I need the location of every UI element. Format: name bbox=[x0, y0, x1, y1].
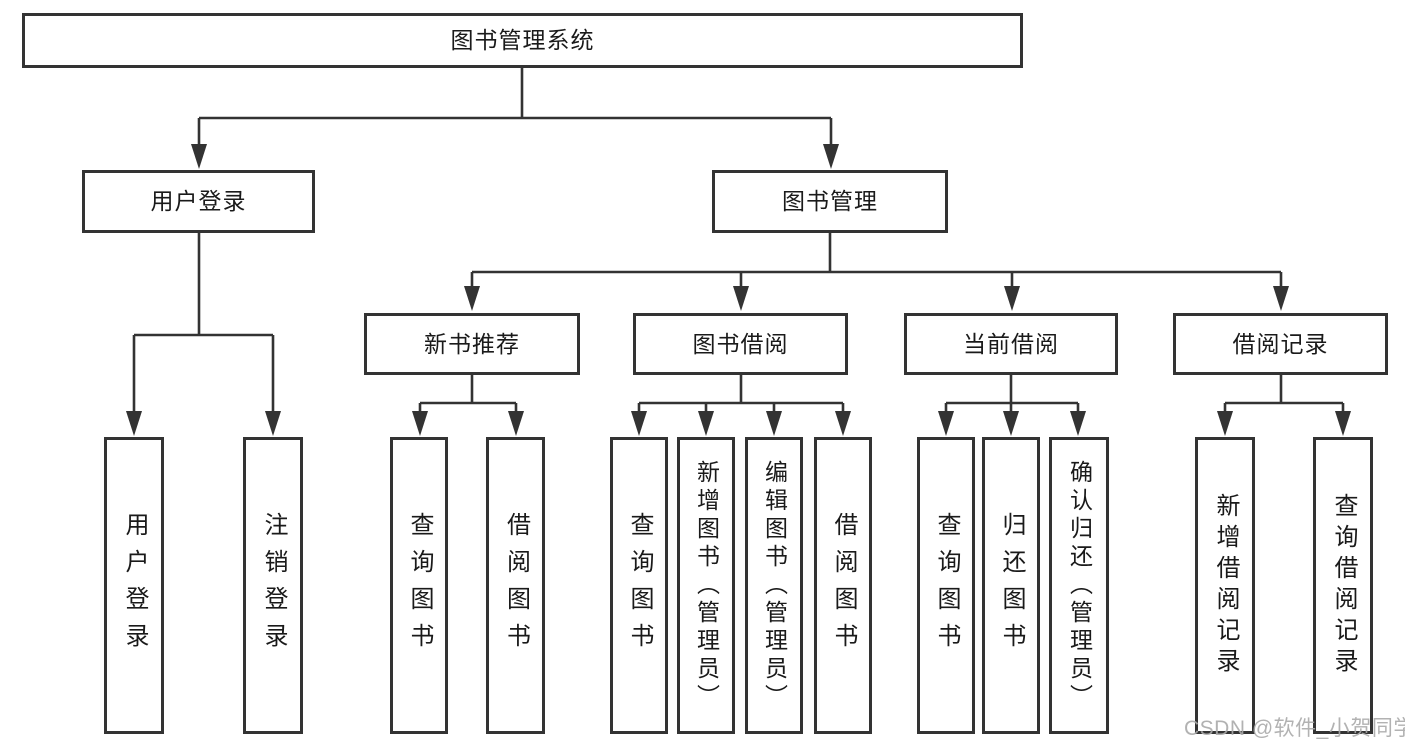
arrow-borrow-records bbox=[1273, 286, 1289, 311]
node-book-management: 图书管理 bbox=[712, 170, 948, 233]
leaf-logout: 注销登录 bbox=[243, 437, 303, 734]
leaf-current-query-book-label: 查询图书 bbox=[933, 511, 960, 660]
leaf-borrowing-query-book: 查询图书 bbox=[610, 437, 668, 734]
arrow-br-add bbox=[1217, 411, 1233, 436]
leaf-user-login-label: 用户登录 bbox=[121, 511, 148, 660]
arrowheads bbox=[126, 144, 1351, 436]
leaf-recommend-query-book-label: 查询图书 bbox=[406, 511, 433, 660]
node-book-borrowing: 图书借阅 bbox=[633, 313, 848, 375]
arrow-br-query bbox=[1335, 411, 1351, 436]
arrow-user-login bbox=[191, 144, 207, 169]
csdn-watermark: CSDN @软件_小贺同学 bbox=[1184, 717, 1405, 740]
node-new-book-recommend: 新书推荐 bbox=[364, 313, 580, 375]
arrow-book-borrow bbox=[733, 286, 749, 311]
leaf-borrowing-query-book-label: 查询图书 bbox=[626, 511, 653, 660]
leaf-add-book-admin-label: 新增图书（管理员） bbox=[693, 459, 720, 712]
node-root-label: 图书管理系统 bbox=[450, 27, 595, 53]
leaf-recommend-borrow-book-label: 借阅图书 bbox=[502, 511, 530, 660]
leaf-recommend-query-book: 查询图书 bbox=[390, 437, 448, 734]
node-book-management-label: 图书管理 bbox=[782, 188, 878, 214]
node-current-borrowing-label: 当前借阅 bbox=[963, 330, 1059, 357]
arrow-bb-add bbox=[698, 411, 714, 436]
arrow-current-borrow bbox=[1004, 286, 1020, 311]
leaf-query-borrow-record: 查询借阅记录 bbox=[1313, 437, 1373, 734]
node-book-borrowing-label: 图书借阅 bbox=[692, 330, 789, 357]
leaf-logout-label: 注销登录 bbox=[260, 511, 287, 660]
arrow-bb-query bbox=[631, 411, 647, 436]
leaf-recommend-borrow-book: 借阅图书 bbox=[486, 437, 545, 734]
leaf-edit-book-admin-label: 编辑图书（管理员） bbox=[761, 459, 788, 712]
leaf-borrowing-borrow-book-label: 借阅图书 bbox=[830, 511, 857, 660]
leaf-current-query-book: 查询图书 bbox=[917, 437, 975, 734]
node-new-book-recommend-label: 新书推荐 bbox=[424, 330, 520, 357]
arrow-leaf-login bbox=[126, 411, 142, 436]
arrow-rec-borrow bbox=[508, 411, 524, 436]
arrow-cb-return bbox=[1003, 411, 1019, 436]
leaf-add-book-admin: 新增图书（管理员） bbox=[677, 437, 735, 734]
arrow-rec-query bbox=[412, 411, 428, 436]
leaf-borrowing-borrow-book: 借阅图书 bbox=[814, 437, 872, 734]
leaf-return-book-label: 归还图书 bbox=[998, 511, 1025, 660]
arrow-book-mgmt bbox=[823, 144, 839, 169]
leaf-add-borrow-record-label: 新增借阅记录 bbox=[1212, 492, 1239, 679]
node-user-login-label: 用户登录 bbox=[150, 188, 247, 214]
node-current-borrowing: 当前借阅 bbox=[904, 313, 1118, 375]
node-borrow-records: 借阅记录 bbox=[1173, 313, 1388, 375]
arrow-cb-confirm bbox=[1070, 411, 1086, 436]
leaf-add-borrow-record: 新增借阅记录 bbox=[1195, 437, 1255, 734]
leaf-confirm-return-admin-label: 确认归还（管理员） bbox=[1066, 459, 1093, 712]
arrow-leaf-logout bbox=[265, 411, 281, 436]
arrow-bb-edit bbox=[766, 411, 782, 436]
arrow-cb-query bbox=[938, 411, 954, 436]
leaf-return-book: 归还图书 bbox=[982, 437, 1040, 734]
leaf-user-login: 用户登录 bbox=[104, 437, 164, 734]
node-user-login: 用户登录 bbox=[82, 170, 315, 233]
leaf-edit-book-admin: 编辑图书（管理员） bbox=[745, 437, 803, 734]
leaf-confirm-return-admin: 确认归还（管理员） bbox=[1049, 437, 1109, 734]
arrow-bb-borrow bbox=[835, 411, 851, 436]
leaf-query-borrow-record-label: 查询借阅记录 bbox=[1330, 492, 1357, 679]
node-root: 图书管理系统 bbox=[22, 13, 1023, 68]
arrow-new-rec bbox=[464, 286, 480, 311]
node-borrow-records-label: 借阅记录 bbox=[1232, 330, 1329, 357]
